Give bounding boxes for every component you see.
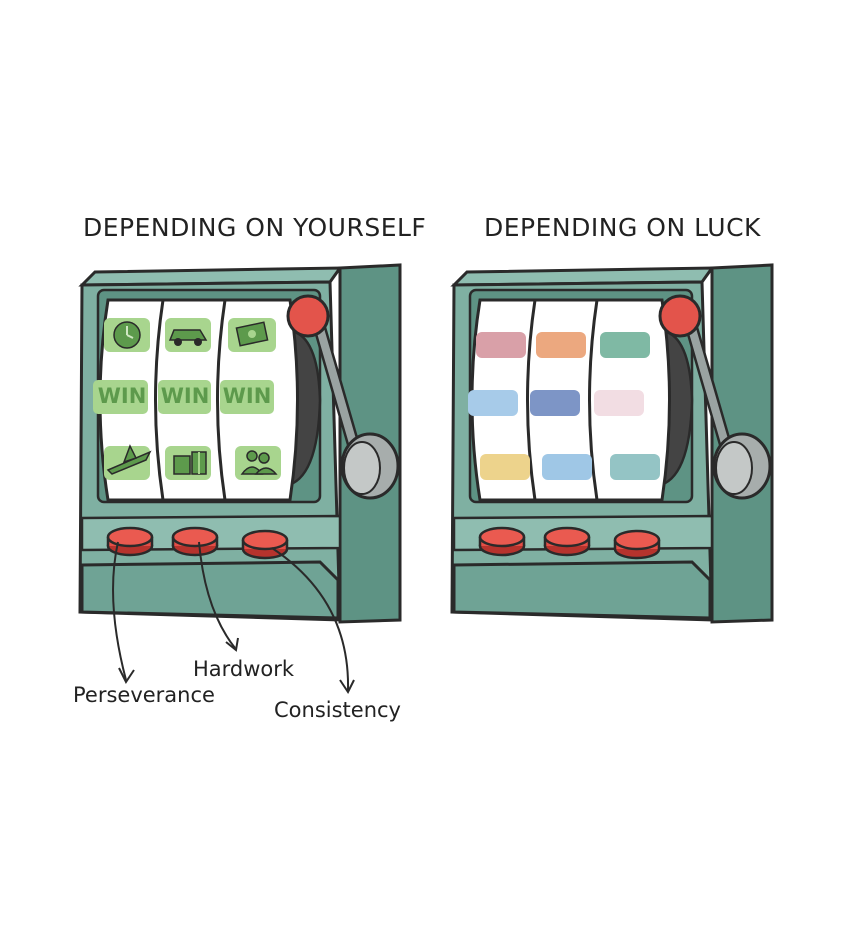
luck-button-2[interactable] <box>543 526 591 557</box>
label-consistency: Consistency <box>274 698 401 722</box>
perseverance-button[interactable] <box>106 526 154 557</box>
slot-machine-luck <box>452 265 772 622</box>
luck-tile-0-0 <box>476 332 526 358</box>
luck-tile-1-0 <box>468 390 518 416</box>
luck-tile-2-2 <box>610 454 660 480</box>
label-hardwork: Hardwork <box>193 657 295 681</box>
car-icon <box>165 318 211 352</box>
lever-knob-left[interactable] <box>286 294 330 338</box>
people-icon <box>235 446 281 480</box>
luck-tile-0-1 <box>536 332 586 358</box>
title-depending-on-yourself: DEPENDING ON YOURSELF <box>83 213 427 242</box>
luck-tile-2-1 <box>542 454 592 480</box>
luck-tile-1-1 <box>530 390 580 416</box>
label-perseverance: Perseverance <box>73 683 215 707</box>
luck-button-1[interactable] <box>478 526 526 557</box>
title-depending-on-luck: DEPENDING ON LUCK <box>484 213 761 242</box>
win-text-2: WIN <box>160 384 210 408</box>
luck-tile-1-2 <box>594 390 644 416</box>
luck-tiles <box>468 332 660 480</box>
luck-tile-2-0 <box>480 454 530 480</box>
airplane-icon <box>104 444 152 480</box>
luck-tile-0-2 <box>600 332 650 358</box>
button-arrows <box>112 541 355 694</box>
win-text-1: WIN <box>97 384 147 408</box>
luck-button-3[interactable] <box>613 529 661 560</box>
money-icon <box>228 318 276 352</box>
win-text-3: WIN <box>222 384 272 408</box>
slot-machine-yourself <box>80 265 400 694</box>
gift-shopping-icon <box>165 446 211 480</box>
hardwork-button[interactable] <box>171 526 219 557</box>
win-row <box>93 380 274 414</box>
clock-icon <box>104 318 150 352</box>
lever-knob-right[interactable] <box>658 294 702 338</box>
